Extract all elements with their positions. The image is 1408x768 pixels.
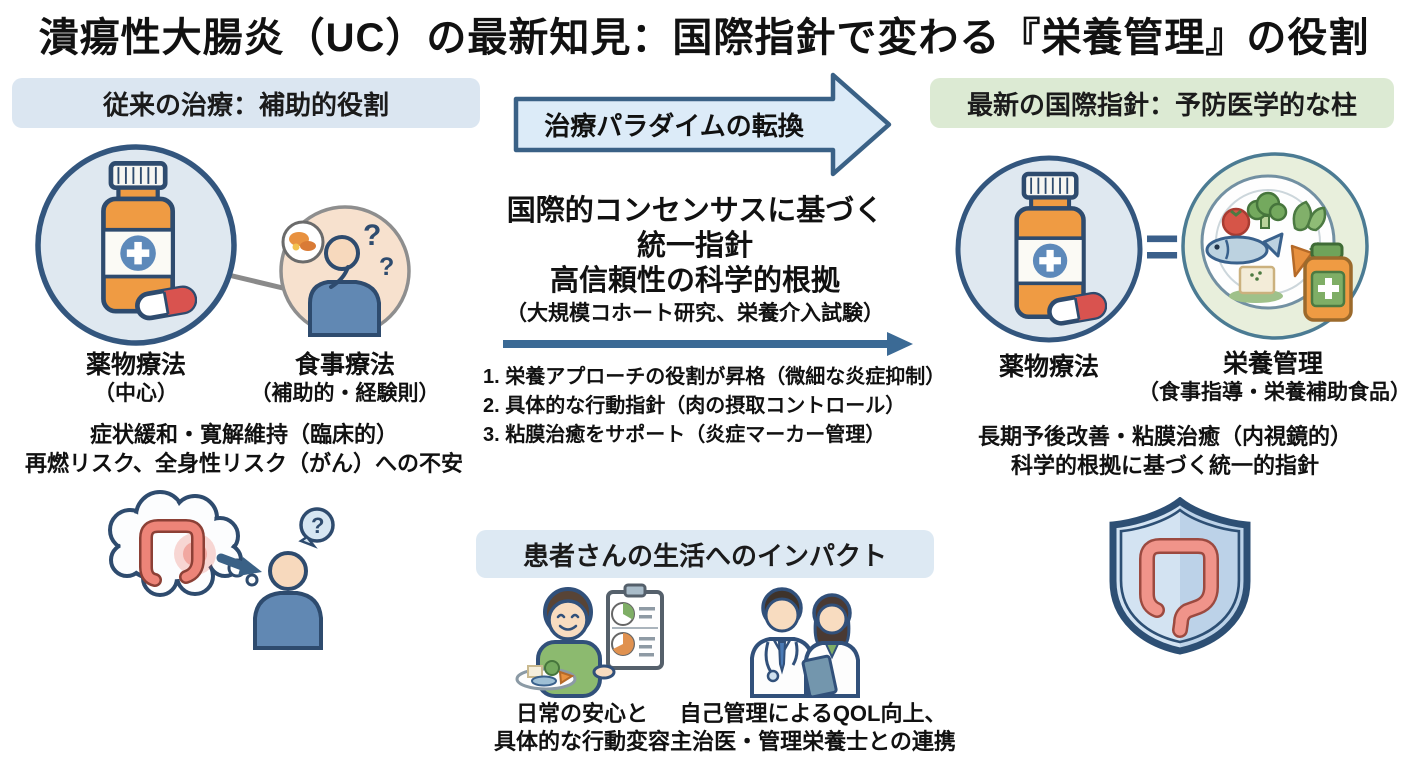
supplement-bottle-icon	[1303, 242, 1353, 322]
impact-caption-2: 自己管理によるQOL向上、 主治医・管理栄養士との連携	[663, 700, 963, 756]
thought-bubble-dot	[245, 573, 259, 587]
diet-therapy-label: 食事療法	[294, 351, 395, 379]
evidence-arrow-icon	[503, 332, 913, 356]
paradigm-shift-arrow-icon	[513, 72, 892, 177]
page-title: 潰瘍性大腸炎（UC）の最新知見：国際指針で変わる『栄養管理』の役割	[38, 16, 1370, 60]
key-point-item: 1. 栄養アプローチの役割が昇格（微細な炎症抑制）	[483, 366, 946, 388]
consensus-line: 高信頼性の科学的根拠	[549, 265, 840, 297]
impact-header: 患者さんの生活へのインパクト	[476, 530, 934, 578]
chart-clipboard-icon	[592, 583, 664, 680]
healthy-colon-icon	[1139, 538, 1219, 638]
impact-caption-line: 具体的な行動変容	[493, 729, 670, 754]
guideline-header: 最新の国際指針：予防医学的な柱	[930, 78, 1394, 128]
meal-plate-icon	[515, 660, 577, 691]
arrow-right-icon	[216, 553, 262, 576]
question-mark-glyph: ?	[363, 219, 381, 252]
food-thought-icon	[281, 220, 325, 264]
key-points-list: 1. 栄養アプローチの役割が昇格（微細な炎症抑制） 2. 具体的な行動指針（肉の…	[483, 363, 953, 450]
drug-therapy-sublabel: （中心）	[94, 382, 178, 405]
consensus-line: 国際的コンセンサスに基づく	[506, 195, 884, 227]
legacy-treatment-illustration: ? ?	[35, 144, 411, 346]
healthy-food-plate-icon	[1181, 152, 1369, 340]
worried-person-icon: ?	[253, 507, 335, 650]
legacy-treatment-header: 従来の治療：補助的役割	[12, 78, 480, 128]
thinking-person-icon: ? ?	[279, 205, 411, 337]
key-point-item: 3. 粘膜治癒をサポート（炎症マーカー管理）	[483, 424, 886, 446]
nutrition-sublabel: （食事指導・栄養補助食品）	[1138, 381, 1408, 404]
consensus-line: 統一指針	[636, 230, 753, 262]
tofu-icon	[1229, 265, 1283, 303]
nutrition-label-group: 栄養管理 （食事指導・栄養補助食品）	[1138, 349, 1408, 406]
question-mark-glyph: ?	[311, 513, 324, 538]
fish-icon	[1205, 232, 1284, 265]
impact-caption-line: 自己管理によるQOL向上、	[679, 701, 947, 726]
guideline-illustration	[955, 152, 1369, 343]
tomato-icon	[1221, 207, 1251, 237]
question-mark-glyph: ?	[379, 253, 394, 281]
diet-therapy-sublabel: （補助的・経験則）	[250, 382, 440, 405]
impact-caption-line: 主治医・管理栄養士との連携	[670, 729, 956, 754]
legacy-outcome-text: 症状緩和・寛解維持（臨床的） 再燃リスク、全身性リスク（がん）への不安	[0, 420, 488, 478]
medicine-bottle-icon	[955, 155, 1143, 343]
key-point-item: 2. 具体的な行動指針（肉の摂取コントロール）	[483, 395, 906, 417]
broccoli-icon	[1246, 191, 1288, 229]
legacy-outcome-line: 症状緩和・寛解維持（臨床的）	[89, 422, 398, 447]
inflamed-colon-thought-icon: ?	[108, 490, 335, 650]
patient-with-meal-plan-icon	[515, 583, 664, 698]
colon-shield-icon	[1109, 497, 1251, 655]
tablet-clipboard-icon	[801, 654, 838, 698]
drug-therapy-label: 薬物療法	[85, 351, 186, 379]
impact-caption-1: 日常の安心と 具体的な行動変容	[462, 700, 702, 756]
guideline-outcome-line: 長期予後改善・粘膜治癒（内視鏡的）	[977, 424, 1352, 449]
nutrition-label: 栄養管理	[1222, 350, 1323, 378]
paradigm-shift-label: 治療パラダイムの転換	[544, 111, 804, 141]
guideline-outcome-text: 長期予後改善・粘膜治癒（内視鏡的） 科学的根拠に基づく統一的指針	[930, 422, 1400, 480]
drug-therapy-right-label-group: 薬物療法	[929, 352, 1169, 382]
diet-therapy-label-group: 食事療法 （補助的・経験則）	[225, 350, 465, 407]
doctor-and-dietitian-icon	[750, 587, 860, 698]
spinach-leaf-icon	[1292, 200, 1327, 232]
equals-sign: =	[1144, 212, 1180, 280]
consensus-note: （大規模コホート研究、栄養介入試験）	[506, 302, 884, 325]
medicine-bottle-icon	[35, 144, 237, 346]
legacy-outcome-line: 再燃リスク、全身性リスク（がん）への不安	[24, 451, 464, 476]
drug-therapy-label: 薬物療法	[998, 353, 1099, 381]
impact-illustrations	[515, 583, 860, 698]
drug-therapy-label-group: 薬物療法 （中心）	[16, 350, 256, 407]
colon-icon	[139, 519, 205, 587]
impact-caption-line: 日常の安心と	[515, 701, 648, 726]
consensus-text-block: 国際的コンセンサスに基づく 統一指針 高信頼性の科学的根拠 （大規模コホート研究…	[455, 194, 935, 327]
guideline-outcome-line: 科学的根拠に基づく統一的指針	[1010, 453, 1319, 478]
